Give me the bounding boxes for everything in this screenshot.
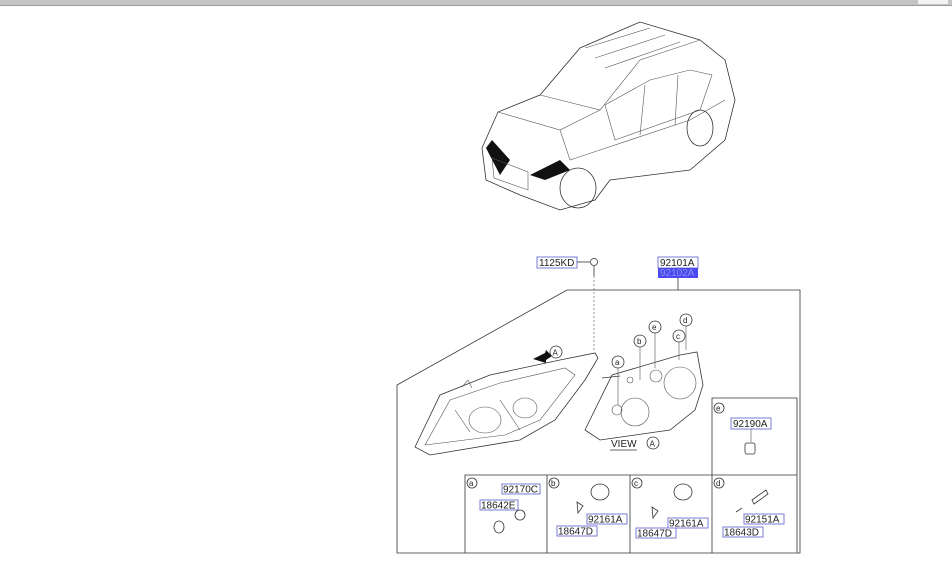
diagram-stroke	[486, 140, 510, 175]
assembly-frame	[396, 289, 801, 554]
diagram-stroke	[548, 477, 560, 489]
part-number-18647d-b[interactable]: 18647D	[558, 527, 593, 538]
marker-letter: c	[634, 479, 638, 488]
diagram-stroke	[722, 526, 764, 538]
vehicle-illustration	[481, 21, 736, 211]
marker-letter: e	[716, 404, 721, 413]
diagram-stroke	[512, 397, 538, 419]
callout-92102a-highlighted[interactable]: 92102A	[658, 268, 698, 279]
location-markers: a b c d e	[611, 313, 693, 405]
diagram-stroke	[530, 160, 570, 180]
bulb-icon	[576, 501, 584, 515]
part-number-1125kd: 1125KD	[539, 258, 574, 269]
diagram-stroke	[479, 499, 519, 511]
diagram-stroke	[649, 369, 663, 383]
part-number-92170c[interactable]: 92170C	[503, 485, 538, 496]
cap-icon	[590, 483, 610, 501]
diagram-stroke	[686, 109, 714, 147]
title-bar-button[interactable]	[918, 0, 948, 4]
bulb-icon	[651, 506, 659, 520]
diagram-stroke	[743, 513, 785, 525]
detail-box-a: a 92170C 18642E	[466, 477, 541, 534]
view-ref-letter: A	[650, 440, 656, 449]
diagram-stroke	[584, 351, 704, 441]
detail-box-b: b 92161A 18647D	[548, 477, 628, 538]
diagram-stroke	[461, 379, 473, 389]
bulb-icon	[751, 489, 769, 505]
diagram-stroke	[454, 399, 521, 433]
headlamp-rear-illustration	[584, 351, 704, 441]
diagram-stroke	[635, 527, 677, 539]
diagram-stroke	[631, 477, 643, 489]
diagram-stroke	[626, 376, 634, 384]
diagram-stroke	[556, 525, 598, 537]
diagram-stroke	[667, 517, 709, 529]
part-number-92101a: 92101A	[660, 258, 695, 269]
direction-arrow-icon	[533, 350, 552, 363]
diagram-stroke	[536, 256, 578, 269]
diagram-stroke	[590, 258, 598, 266]
detail-box-e: e 92190A	[713, 402, 772, 455]
diagram-stroke	[713, 402, 725, 414]
diagram-stroke	[658, 268, 698, 278]
diagram-stroke	[414, 352, 599, 456]
diagram-stroke	[584, 27, 681, 69]
diagram-stroke	[481, 21, 736, 211]
marker-letter: d	[683, 316, 687, 325]
cap-icon	[673, 483, 693, 501]
part-number-18647d-c[interactable]: 18647D	[637, 529, 672, 540]
diagram-stroke	[559, 167, 597, 209]
diagram-stroke	[586, 513, 628, 525]
connector-icon	[744, 442, 756, 455]
detail-box-d: d 92151A 18643D	[713, 477, 785, 539]
diagram-stroke	[424, 367, 576, 446]
marker-letter: a	[469, 479, 474, 488]
window-title-bar	[0, 0, 952, 6]
socket-icon	[514, 509, 526, 521]
diagram-stroke	[646, 436, 660, 450]
small-bulb-icon	[735, 507, 743, 513]
marker-letter: a	[615, 358, 620, 367]
diagram-stroke	[468, 406, 502, 434]
view-label-text: VIEW	[611, 439, 637, 450]
diagram-stroke	[491, 157, 529, 191]
view-ref-a-marker: A	[553, 349, 559, 358]
diagram-stroke	[611, 404, 623, 416]
part-number-92102a: 92102A	[660, 268, 695, 279]
diagram-stroke	[604, 69, 713, 141]
diagram-stroke	[620, 397, 650, 427]
diagram-stroke	[601, 375, 621, 379]
diagram-stroke	[466, 477, 478, 489]
marker-letter: b	[637, 337, 642, 346]
diagram-stroke	[639, 74, 679, 136]
bulb-icon	[493, 520, 505, 534]
diagram-stroke	[549, 345, 563, 359]
part-number-92161a-c[interactable]: 92161A	[669, 519, 704, 530]
diagram-stroke	[497, 109, 601, 131]
diagram-stroke	[539, 39, 701, 111]
view-a-label: VIEW A	[610, 436, 660, 451]
marker-letter: e	[652, 323, 657, 332]
detail-box-c: c 92161A 18647D	[631, 477, 709, 540]
diagram-stroke	[559, 99, 726, 161]
part-number-18642e[interactable]: 18642E	[481, 501, 516, 512]
part-number-18643d[interactable]: 18643D	[724, 528, 759, 539]
marker-letter: d	[716, 479, 720, 488]
part-number-92190a[interactable]: 92190A	[733, 419, 768, 430]
bolt-icon	[590, 258, 598, 276]
headlamp-front-illustration	[414, 352, 599, 456]
diagram-stroke	[713, 477, 725, 489]
diagram-stroke	[464, 397, 798, 553]
marker-letter: b	[551, 479, 556, 488]
part-number-92161a-b[interactable]: 92161A	[588, 515, 623, 526]
callout-1125kd[interactable]: 1125KD	[536, 256, 578, 269]
diagram-stroke	[501, 483, 541, 495]
part-number-92151a[interactable]: 92151A	[745, 515, 780, 526]
marker-letter: c	[676, 332, 680, 341]
diagram-stroke	[663, 366, 697, 400]
